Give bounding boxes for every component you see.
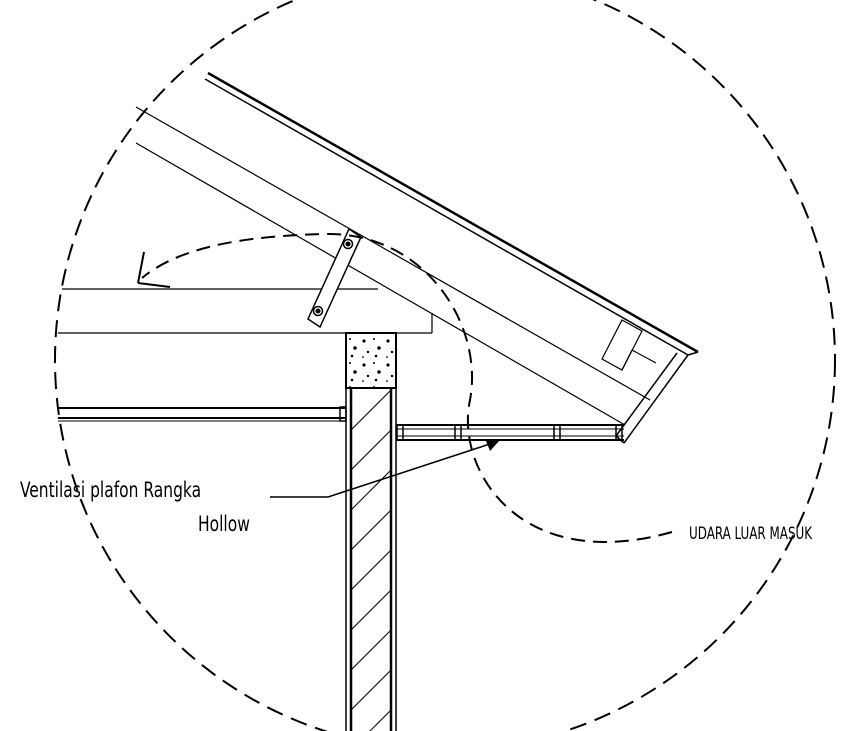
interior-ceiling — [58, 406, 347, 422]
airflow-arrowhead-icon — [137, 251, 171, 288]
concrete-ring-beam — [345, 332, 397, 389]
wall-plate-beam — [58, 288, 433, 334]
connector-plate — [307, 227, 362, 329]
ventilation-label-line2: Hollow — [198, 512, 250, 536]
ventilation-leader — [270, 440, 500, 498]
airflow-path — [141, 232, 673, 544]
detail-boundary-circle — [54, 0, 836, 731]
rafter-end-block — [601, 319, 657, 371]
fascia-board — [615, 352, 689, 444]
outside-air-label: UDARA LUAR MASUK — [689, 524, 813, 544]
ventilated-soffit — [396, 424, 624, 441]
roof-covering — [204, 71, 699, 356]
brick-wall — [345, 388, 397, 731]
ventilation-label-line1: Ventilasi plafon Rangka — [20, 478, 202, 502]
rafter — [135, 106, 651, 426]
